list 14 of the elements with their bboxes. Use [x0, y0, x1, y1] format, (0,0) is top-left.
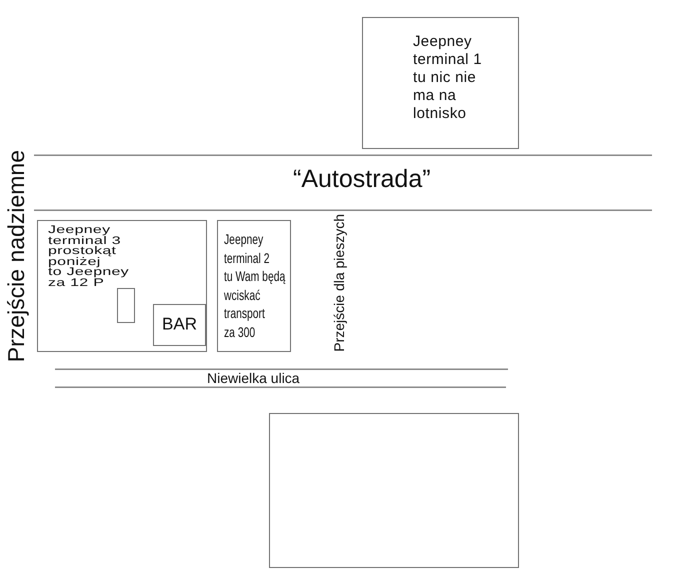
- terminal-box: [362, 17, 519, 149]
- road-label: “Autostrada”: [293, 167, 431, 192]
- road-label: Niewielka ulica: [207, 371, 300, 385]
- terminal-box: [37, 220, 207, 352]
- terminal-note: Jeepney terminal 1 tu nic nie ma na lotnisko: [413, 33, 482, 123]
- terminal-note: Jeepney terminal 3 prostokąt poniżej to Jeepney za 12 P: [48, 225, 129, 288]
- crossing-label: Przejście nadziemne: [5, 150, 28, 362]
- place-label: BAR: [161, 316, 198, 334]
- bar-building: [153, 304, 206, 346]
- crossing-label: Przejście dla pieszych: [332, 214, 346, 352]
- terminal-box: [217, 220, 291, 352]
- terminal-note: Jeepney terminal 2 tu Wam będą wciskać transport za 300: [224, 230, 286, 341]
- building-outline: [269, 413, 519, 568]
- jeepney-rectangle: [117, 288, 135, 323]
